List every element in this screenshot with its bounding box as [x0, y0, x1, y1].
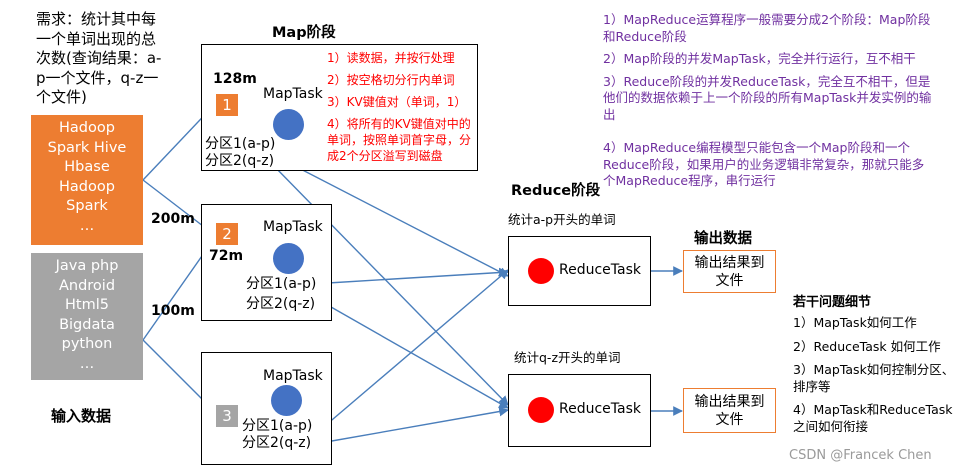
input-line: …: [79, 355, 95, 372]
arrow-map2-p1-to-reduce1: [327, 267, 509, 284]
map-task-1-size: 128m: [213, 71, 257, 87]
map-task-1-label: MapTask: [263, 86, 323, 102]
notes: 1）MapReduce运算程序一般需要分成2个阶段：Map阶段和Reduce阶段…: [603, 12, 933, 190]
map-step: 3）KV键值对（单词，1）: [327, 95, 467, 109]
watermark: CSDN @Francek Chen: [789, 448, 932, 463]
note: 3）Reduce阶段的并发ReduceTask，完全互不相干，但是他们的数据依赖…: [603, 73, 932, 122]
question: 3）MapTask如何控制分区、排序等: [793, 362, 955, 394]
output-title: 输出数据: [694, 231, 752, 247]
map-task-1: [201, 44, 478, 171]
split-label-100m: 100m: [151, 303, 195, 319]
map-task-2-number: 2: [216, 223, 238, 245]
note: 4）MapReduce编程模型只能包含一个Map阶段和一个Reduce阶段，如果…: [603, 140, 925, 188]
questions-title: 若干问题细节: [793, 295, 872, 310]
input-title: 输入数据: [51, 407, 112, 425]
map-task-2-partition-2: 分区2(q-z): [246, 296, 316, 312]
map-task-3-partition-1: 分区1(a-p): [242, 418, 313, 434]
reduce-task-2-label: ReduceTask: [559, 401, 641, 417]
reduce-task-2-caption: 统计q-z开头的单词: [514, 350, 621, 365]
note: 2）Map阶段的并发MapTask，完全并行运行，互不相干: [603, 51, 916, 66]
map-task-2-label: MapTask: [263, 219, 323, 235]
reduce-stage-title: Reduce阶段: [511, 183, 601, 199]
question: 2）ReduceTask 如何工作: [793, 338, 941, 354]
question: 4）MapTask和ReduceTask之间如何衔接: [793, 402, 953, 434]
arrow-map3-p1-to-reduce1: [325, 269, 509, 426]
note: 1）MapReduce运算程序一般需要分成2个阶段：Map阶段和Reduce阶段: [603, 12, 931, 44]
input-line: Spark Hive: [47, 139, 127, 156]
requirement-text: 需求：统计其中每一个单词出现的总次数(查询结果：a-p一个文件，q-z一个文件): [36, 10, 162, 106]
map-task-1-number: 1: [216, 94, 238, 116]
map-stage-title: Map阶段: [272, 25, 336, 41]
input-line: …: [79, 217, 95, 234]
input-line: Hadoop: [59, 178, 115, 195]
input-line: python: [61, 336, 113, 352]
map-task-2-circle: [273, 243, 304, 274]
input-line: Hbase: [64, 159, 110, 175]
question: 1）MapTask如何工作: [793, 315, 917, 330]
input-line: Html5: [65, 297, 109, 313]
input-line: Spark: [66, 198, 108, 214]
reduce-task-1-label: ReduceTask: [559, 262, 641, 278]
map-step: 4）将所有的KV键值对中的单词，按照单词首字母，分成2个分区溢写到磁盘: [327, 117, 472, 163]
output-box-1: 输出结果到文件: [683, 250, 776, 293]
reduce-task-2-circle: [528, 397, 554, 423]
questions-list: 1）MapTask如何工作 2）ReduceTask 如何工作 3）MapTas…: [793, 315, 965, 435]
arrow-map3-p2-to-reduce2: [325, 406, 509, 443]
map-task-3-label: MapTask: [263, 368, 323, 384]
map-step: 1）读数据，并按行处理: [327, 51, 455, 65]
input-line: Bigdata: [59, 316, 115, 333]
input-block-1: Hadoop Spark Hive Hbase Hadoop Spark …: [31, 115, 143, 245]
input-block-2: Java php Android Html5 Bigdata python …: [31, 253, 143, 380]
map-step: 2）按空格切分行内单词: [327, 73, 455, 87]
map-task-3-partition-2: 分区2(q-z): [242, 435, 312, 451]
output-box-2: 输出结果到文件: [683, 388, 776, 433]
input-line: Java php: [55, 258, 119, 274]
map-steps: 1）读数据，并按行处理 2）按空格切分行内单词 3）KV键值对（单词，1） 4）…: [327, 50, 475, 164]
map-task-1-partition-1: 分区1(a-p): [205, 136, 276, 152]
map-task-2-size: 72m: [209, 248, 244, 264]
reduce-task-1-caption: 统计a-p开头的单词: [508, 212, 616, 227]
map-task-1-partition-2: 分区2(q-z): [205, 153, 275, 169]
input-line: Android: [58, 277, 116, 294]
map-task-3-circle: [271, 385, 302, 416]
split-label-200m: 200m: [151, 211, 195, 227]
map-task-3-number: 3: [216, 405, 238, 427]
input-line: Hadoop: [59, 120, 115, 136]
reduce-task-1-circle: [528, 258, 554, 284]
arrow-map2-p2-to-reduce2: [323, 302, 509, 409]
map-task-2-partition-1: 分区1(a-p): [246, 276, 317, 292]
map-task-1-circle: [273, 109, 304, 140]
